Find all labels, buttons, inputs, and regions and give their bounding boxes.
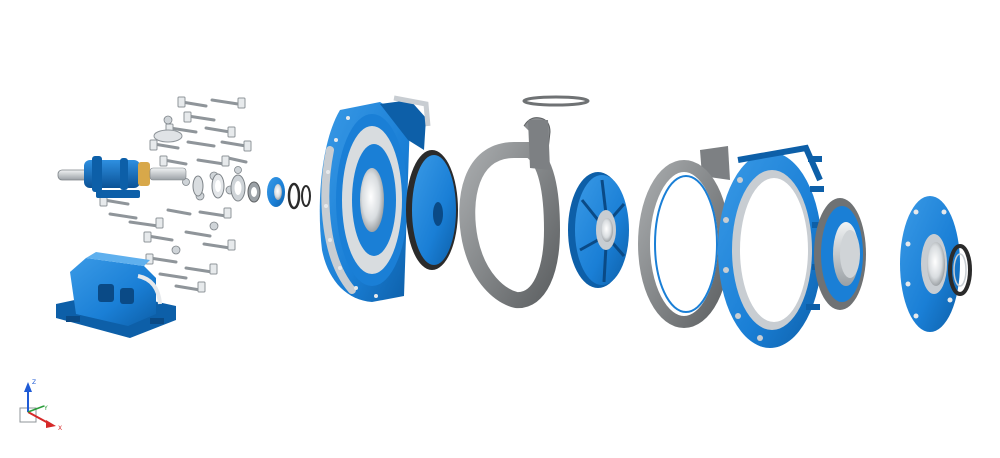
axis-triad: Z Y X bbox=[19, 379, 62, 432]
shaft-sleeve-set bbox=[192, 173, 261, 203]
frame-plate bbox=[319, 95, 431, 302]
bolt-set bbox=[99, 96, 252, 293]
throatbush-liner bbox=[638, 146, 730, 328]
axis-y-label: Y bbox=[43, 405, 48, 412]
intake-joint-ring bbox=[900, 196, 960, 332]
cover-plate bbox=[718, 144, 826, 348]
stuffing-box-seal bbox=[267, 177, 311, 210]
pedestal-base bbox=[56, 252, 176, 338]
throatbush bbox=[814, 198, 866, 310]
frame-plate-liner-insert bbox=[406, 150, 458, 270]
impeller bbox=[568, 172, 629, 288]
axis-z-label: Z bbox=[32, 379, 36, 386]
intake-gasket bbox=[948, 244, 972, 296]
volute-liner bbox=[459, 95, 590, 308]
bearing-assembly bbox=[57, 156, 187, 198]
axis-x-label: X bbox=[58, 425, 62, 432]
